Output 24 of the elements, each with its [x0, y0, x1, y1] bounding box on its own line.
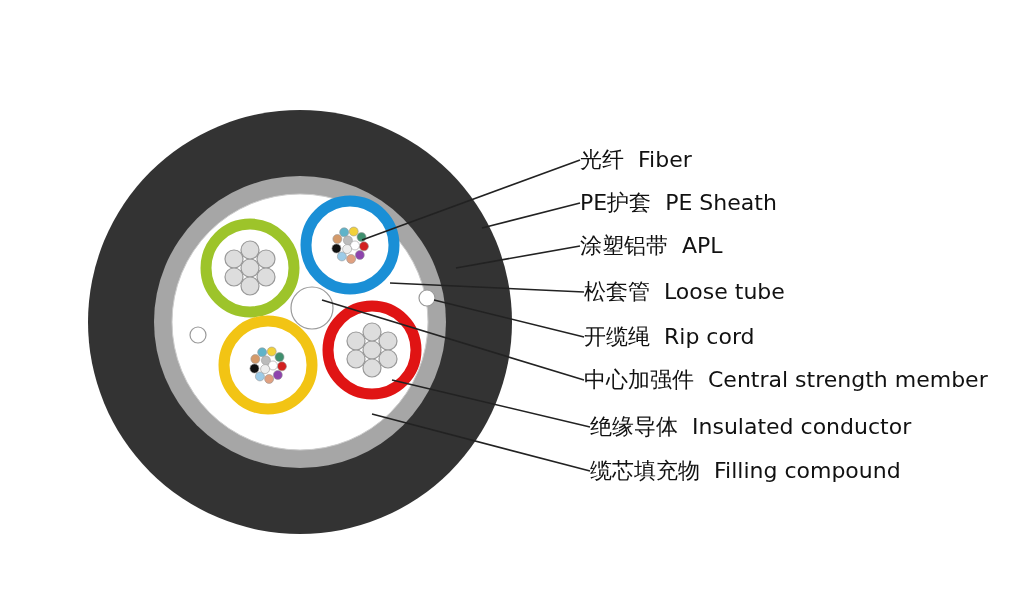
part-label: 绝缘导体: [590, 414, 678, 439]
leader-line: [389, 282, 585, 293]
part-label: 缆芯填充物: [590, 458, 700, 483]
leader-line: [361, 159, 581, 241]
leader-line: [391, 379, 591, 428]
leader-line: [455, 245, 581, 269]
leader-line: [321, 299, 585, 381]
part-label: 光纤: [580, 147, 624, 172]
part-label: Loose tube: [664, 279, 785, 304]
part-label: Insulated conductor: [692, 414, 912, 439]
part-label: 中心加强件: [584, 367, 694, 392]
leader-line: [371, 413, 591, 472]
part-label: APL: [682, 233, 723, 258]
part-label: 开缆绳: [584, 324, 650, 349]
leader-line: [481, 202, 581, 229]
part-label: PE护套: [580, 190, 652, 215]
part-label: Fiber: [638, 147, 692, 172]
part-label: PE Sheath: [665, 190, 777, 215]
leader-line: [433, 299, 585, 338]
part-label: Central strength member: [708, 367, 988, 392]
part-label: Rip cord: [664, 324, 755, 349]
part-label: 涂塑铝带: [580, 233, 668, 258]
part-label: 松套管: [584, 279, 650, 304]
part-label: Filling compound: [714, 458, 901, 483]
